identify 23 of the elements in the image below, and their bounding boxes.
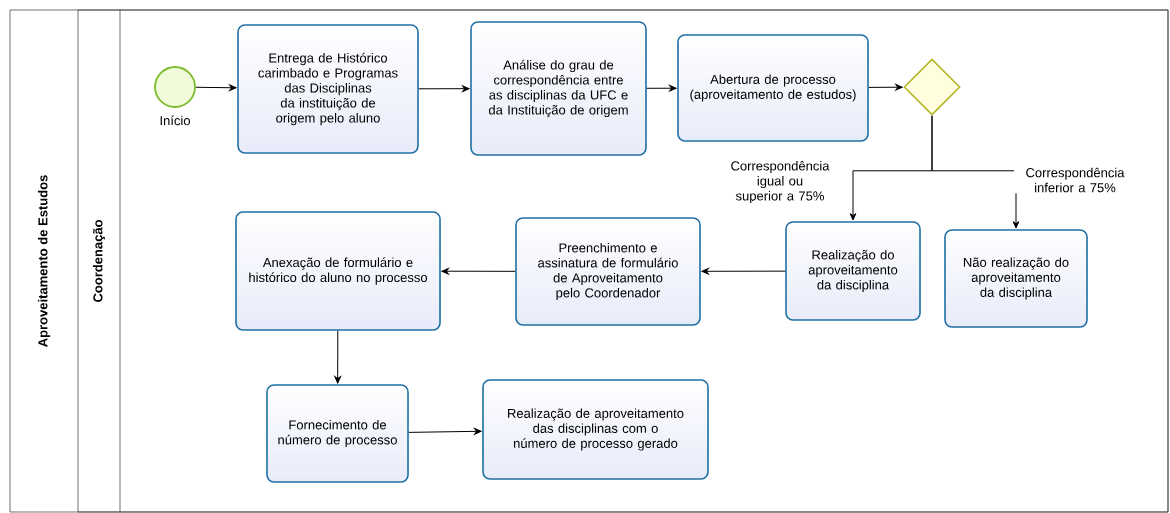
- edge-label: Correspondência inferior a 75%: [1014, 166, 1136, 194]
- node-caption: Início: [160, 115, 190, 126]
- arrow: [931, 115, 1020, 229]
- process-box: Análise do grau de correspondência entre as disciplinas da UFC e da Instituição de origem: [470, 21, 647, 156]
- arrow: [701, 267, 786, 275]
- process-box: Realização de aproveitamento das disciplinas com o número de processo gerado: [482, 379, 709, 480]
- arrow: [408, 428, 482, 435]
- decision-diamond: [903, 58, 961, 116]
- process-box: Não realização do aproveitamento da disciplina: [944, 229, 1088, 328]
- arrow: [195, 84, 237, 92]
- arrow: [334, 330, 341, 384]
- process-box: Fornecimento de número de processo: [266, 384, 409, 483]
- start-circle: [154, 66, 196, 108]
- arrow: [646, 84, 677, 92]
- arrow: [868, 83, 903, 91]
- process-box: Realização do aproveitamento da disciplina: [785, 221, 921, 321]
- edge-label: Correspondência igual ou superior a 75%: [714, 159, 846, 205]
- arrow: [418, 85, 470, 93]
- process-box: Preenchimento e assinatura de formulário de Aproveitamento pelo Coordenador: [515, 217, 701, 326]
- arrow: [441, 267, 516, 275]
- process-box: Anexação de formulário e histórico do aluno no processo: [235, 211, 441, 331]
- process-box: Entrega de Histórico carimbado e Programas das Disciplinas da instituição de origem pelo aluno: [237, 24, 419, 154]
- process-box: Abertura de processo (aproveitamento de estudos): [677, 34, 869, 142]
